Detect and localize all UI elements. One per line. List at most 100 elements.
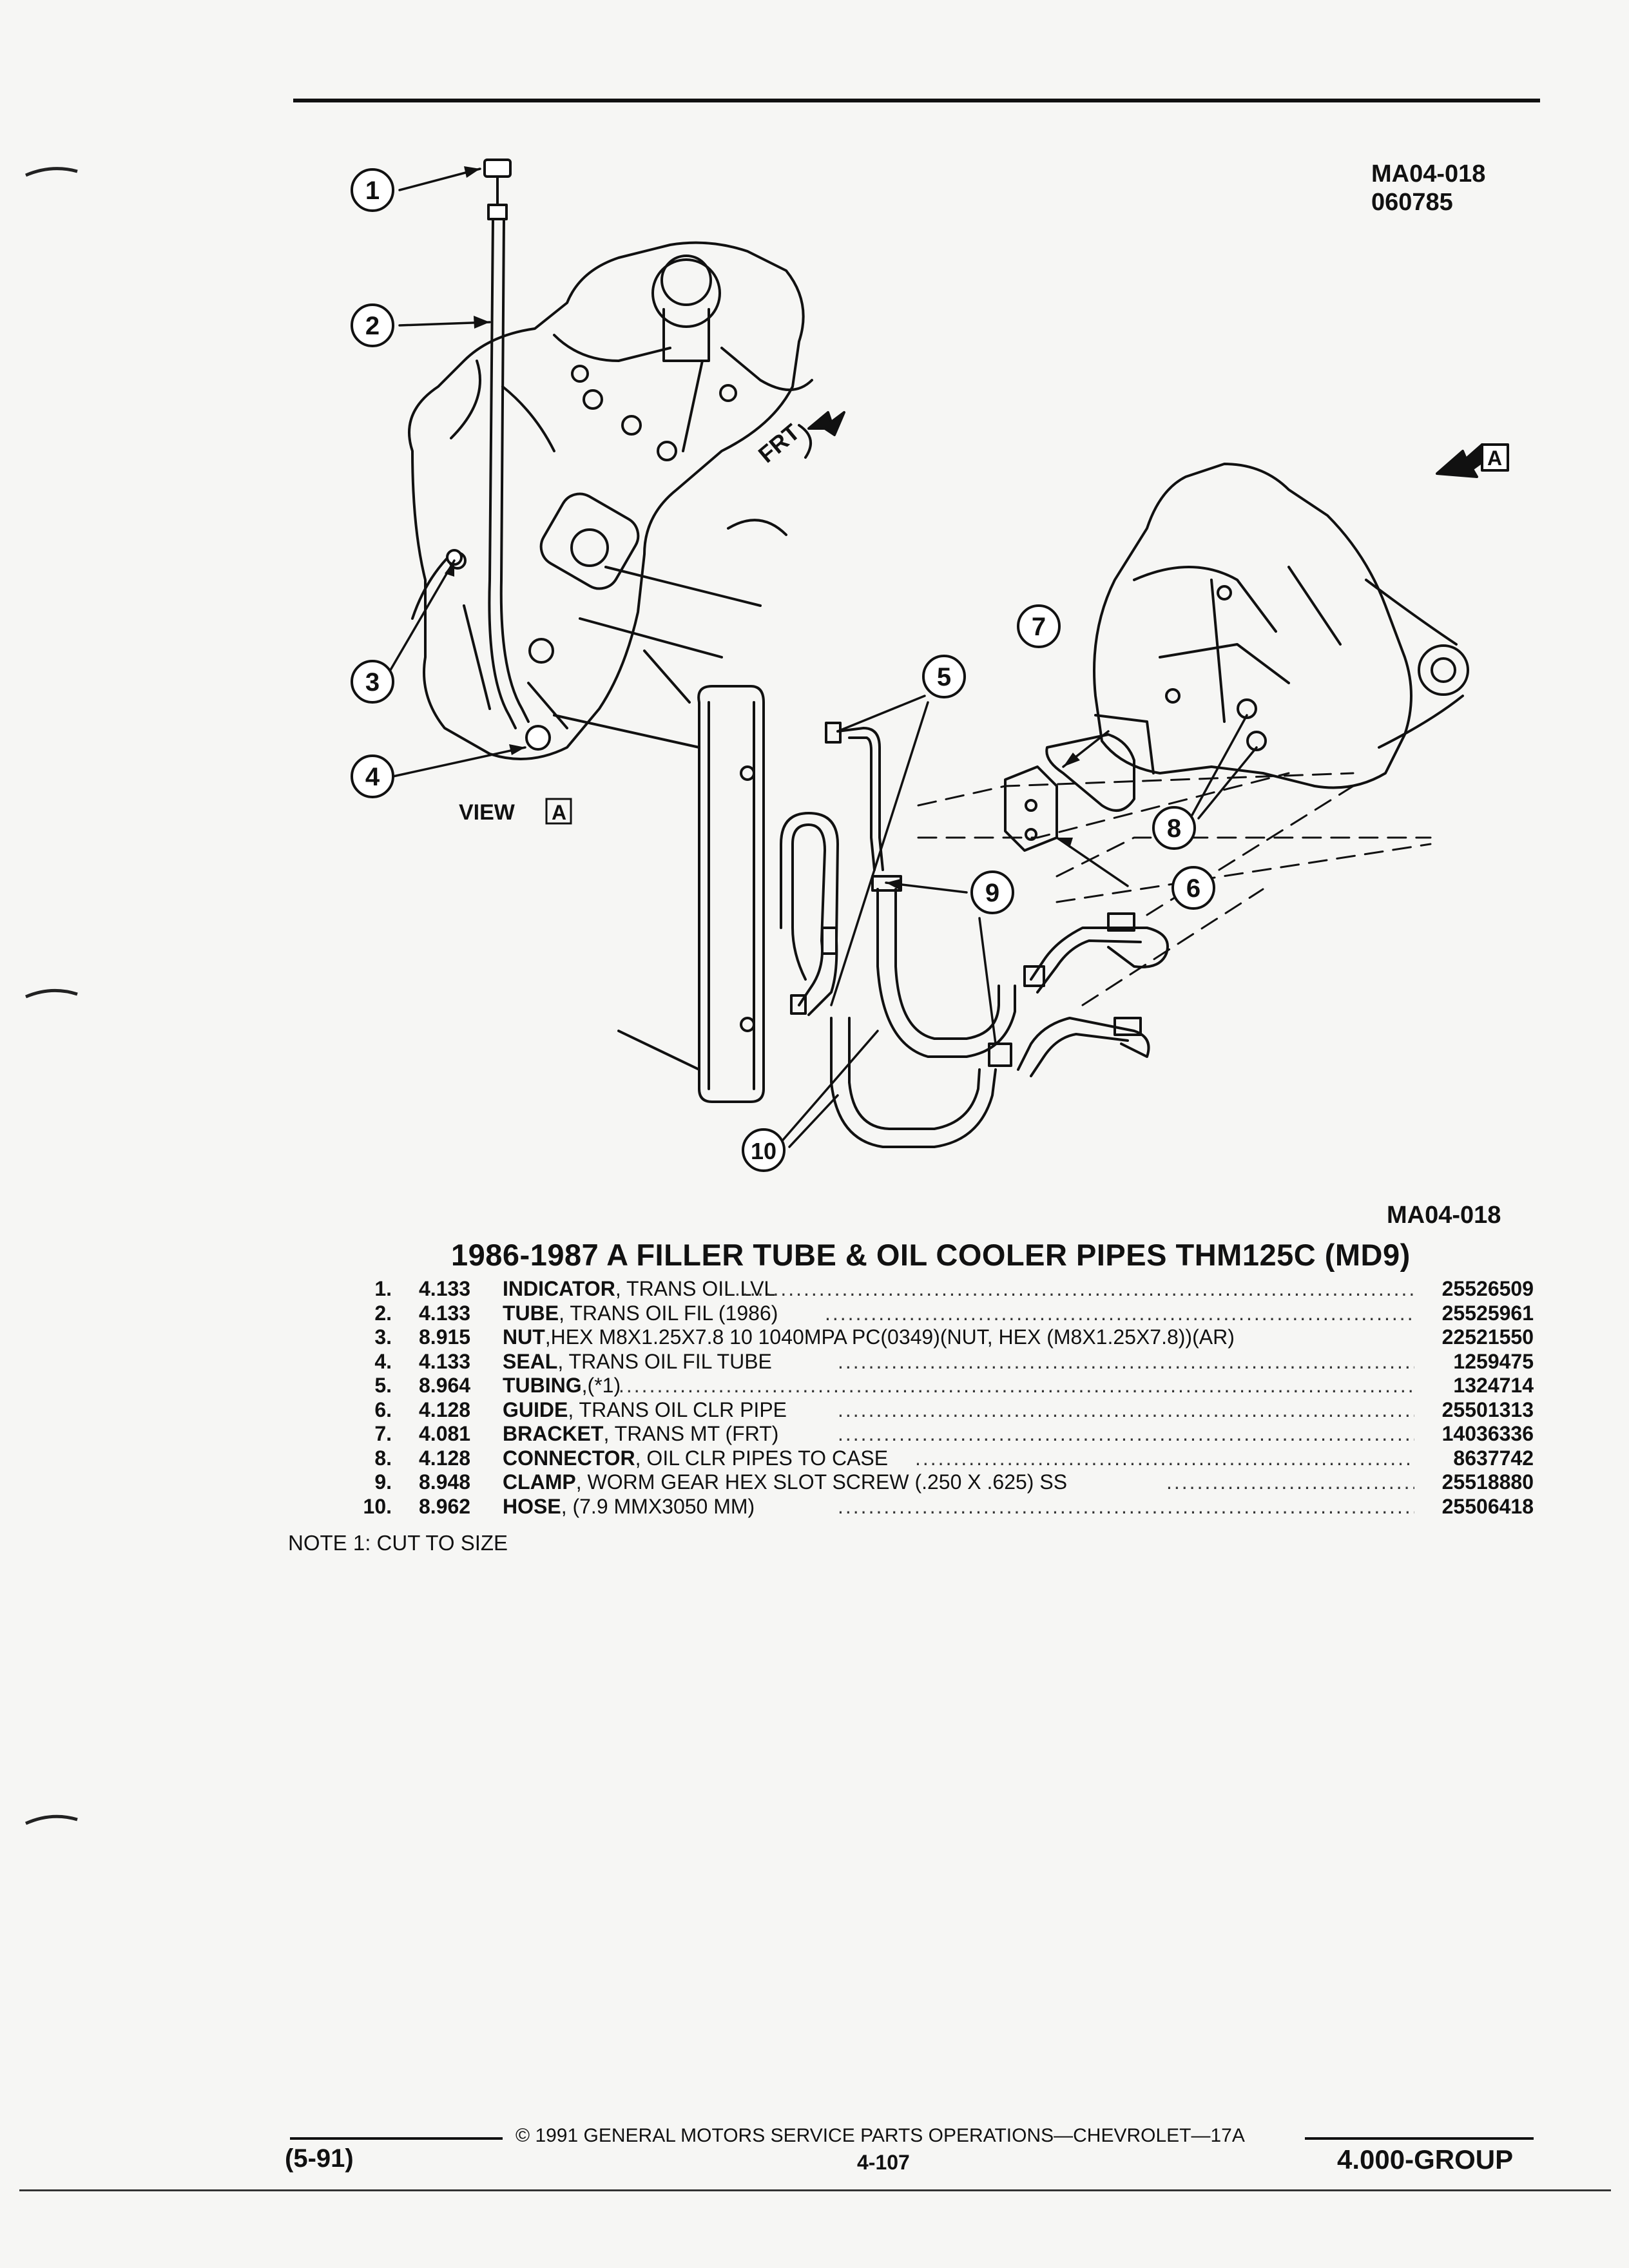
callout-2: 2 — [365, 312, 380, 340]
footnote: NOTE 1: CUT TO SIZE — [288, 1531, 508, 1555]
part-description: TUBE, TRANS OIL FIL (1986) — [503, 1302, 778, 1326]
view-box-letter: A — [552, 801, 566, 824]
part-description: NUT,HEX M8X1.25X7.8 10 1040MPA PC(0349)(… — [503, 1325, 1235, 1350]
dipstick-tube-drawing — [446, 159, 551, 751]
figure-ref-code: MA04-018 — [1371, 160, 1486, 187]
leader-dots: ........................................… — [619, 1374, 1414, 1397]
part-name: BRACKET — [503, 1422, 604, 1445]
footer-rule-right — [1305, 2137, 1534, 2140]
group-label: 4.000-GROUP — [1337, 2144, 1514, 2175]
part-detail: , WORM GEAR HEX SLOT SCREW (.250 X .625)… — [575, 1470, 1068, 1494]
part-number-index: 3. — [374, 1325, 392, 1349]
part-catalog-number: 1324714 — [1453, 1374, 1534, 1397]
part-description: TUBING,(*1) — [503, 1374, 621, 1398]
parts-row: 8. 4.128 CONNECTOR, OIL CLR PIPES TO CAS… — [335, 1446, 1534, 1471]
cooler-pipes-drawing — [1017, 912, 1169, 1077]
part-catalog-number: 25526509 — [1441, 1277, 1534, 1300]
part-detail: , (7.9 MMX3050 MM) — [561, 1494, 755, 1518]
callout-6: 6 — [1186, 874, 1200, 903]
top-rule — [293, 99, 1540, 102]
callout-3: 3 — [365, 668, 380, 697]
parts-row: 9. 8.948 CLAMP, WORM GEAR HEX SLOT SCREW… — [335, 1470, 1534, 1495]
part-catalog-number: 25506418 — [1441, 1494, 1534, 1518]
part-code: 4.081 — [419, 1422, 471, 1445]
part-name: INDICATOR — [503, 1277, 615, 1300]
part-code: 8.962 — [419, 1494, 471, 1518]
parts-illustration: A — [351, 159, 1509, 1172]
callout-7: 7 — [1032, 613, 1046, 641]
part-name: TUBING — [503, 1374, 582, 1397]
part-description: CLAMP, WORM GEAR HEX SLOT SCREW (.250 X … — [503, 1470, 1067, 1495]
part-catalog-number: 14036336 — [1441, 1422, 1534, 1445]
part-code: 8.948 — [419, 1470, 471, 1494]
page-title: 1986-1987 A FILLER TUBE & OIL COOLER PIP… — [451, 1238, 1411, 1272]
part-detail: , TRANS OIL LVL — [615, 1277, 776, 1300]
part-catalog-number: 25518880 — [1441, 1470, 1534, 1494]
parts-row: 7. 4.081 BRACKET, TRANS MT (FRT) .......… — [335, 1422, 1534, 1446]
leader-dots: ........................................… — [735, 1277, 1414, 1300]
copyright-line: © 1991 GENERAL MOTORS SERVICE PARTS OPER… — [516, 2125, 1245, 2146]
part-code: 8.915 — [419, 1325, 471, 1349]
leader-dots: ........................................… — [825, 1301, 1414, 1325]
part-name: GUIDE — [503, 1398, 568, 1421]
callout-4: 4 — [365, 763, 380, 791]
parts-row: 6. 4.128 GUIDE, TRANS OIL CLR PIPE .....… — [335, 1398, 1534, 1423]
part-code: 4.133 — [419, 1277, 471, 1300]
part-number-index: 4. — [374, 1349, 392, 1373]
part-catalog-number: 25501313 — [1441, 1398, 1534, 1421]
part-detail: , TRANS OIL FIL TUBE — [557, 1349, 772, 1373]
bracket-drawing — [1045, 733, 1135, 812]
part-detail: , TRANS OIL CLR PIPE — [568, 1398, 787, 1421]
part-code: 4.128 — [419, 1398, 471, 1421]
part-description: SEAL, TRANS OIL FIL TUBE — [503, 1350, 772, 1374]
footer-rule-left — [290, 2137, 503, 2140]
parts-list: 1. 4.133 INDICATOR, TRANS OIL LVL ......… — [335, 1277, 1534, 1519]
part-number-index: 5. — [374, 1374, 392, 1397]
parts-row: 5. 8.964 TUBING,(*1) ...................… — [335, 1374, 1534, 1398]
callout-8: 8 — [1167, 814, 1181, 843]
part-name: SEAL — [503, 1349, 558, 1373]
parts-row: 2. 4.133 TUBE, TRANS OIL FIL (1986) ....… — [335, 1302, 1534, 1326]
hoses-drawing — [830, 875, 1016, 1148]
part-number-index: 10. — [363, 1494, 392, 1518]
page-number: 4-107 — [857, 2151, 910, 2174]
part-catalog-number: 22521550 — [1441, 1325, 1534, 1349]
part-description: INDICATOR, TRANS OIL LVL — [503, 1277, 775, 1302]
parts-row: 4. 4.133 SEAL, TRANS OIL FIL TUBE ......… — [335, 1350, 1534, 1374]
part-name: HOSE — [503, 1494, 561, 1518]
callout-1: 1 — [365, 177, 380, 205]
part-catalog-number: 8637742 — [1453, 1446, 1534, 1470]
engine-transaxle-drawing — [408, 241, 813, 760]
part-catalog-number: 25525961 — [1441, 1301, 1534, 1325]
tubing-drawing — [780, 722, 884, 1016]
view-a-arrow: A — [1436, 443, 1509, 478]
part-description: CONNECTOR, OIL CLR PIPES TO CASE — [503, 1446, 888, 1471]
part-catalog-number: 1259475 — [1453, 1349, 1534, 1373]
parts-row: 10. 8.962 HOSE, (7.9 MMX3050 MM) .......… — [335, 1495, 1534, 1519]
part-number-index: 9. — [374, 1470, 392, 1494]
part-number-index: 1. — [374, 1277, 392, 1300]
part-code: 4.128 — [419, 1446, 471, 1470]
leader-dots: ........................................… — [838, 1398, 1414, 1421]
part-description: GUIDE, TRANS OIL CLR PIPE — [503, 1398, 787, 1423]
part-code: 4.133 — [419, 1301, 471, 1325]
callout-5: 5 — [937, 663, 951, 691]
part-code: 4.133 — [419, 1349, 471, 1373]
view-label: VIEW — [459, 800, 516, 825]
part-code: 8.964 — [419, 1374, 471, 1397]
frt-arrow — [807, 411, 845, 436]
oil-cooler-drawing — [553, 685, 765, 1103]
part-number-index: 8. — [374, 1446, 392, 1470]
part-detail: ,HEX M8X1.25X7.8 10 1040MPA PC(0349)(NUT… — [545, 1325, 1235, 1349]
transaxle-right-drawing — [1093, 463, 1469, 789]
callout-9: 9 — [985, 879, 999, 907]
date-code: (5-91) — [285, 2144, 354, 2173]
bottom-rule — [19, 2189, 1611, 2191]
part-number-index: 7. — [374, 1422, 392, 1445]
part-name: NUT — [503, 1325, 545, 1349]
part-detail: , TRANS MT (FRT) — [603, 1422, 779, 1445]
parts-row: 1. 4.133 INDICATOR, TRANS OIL LVL ......… — [335, 1277, 1534, 1302]
part-detail: , TRANS OIL FIL (1986) — [559, 1301, 778, 1325]
callout-10: 10 — [751, 1138, 776, 1164]
margin-marks — [24, 167, 78, 1825]
